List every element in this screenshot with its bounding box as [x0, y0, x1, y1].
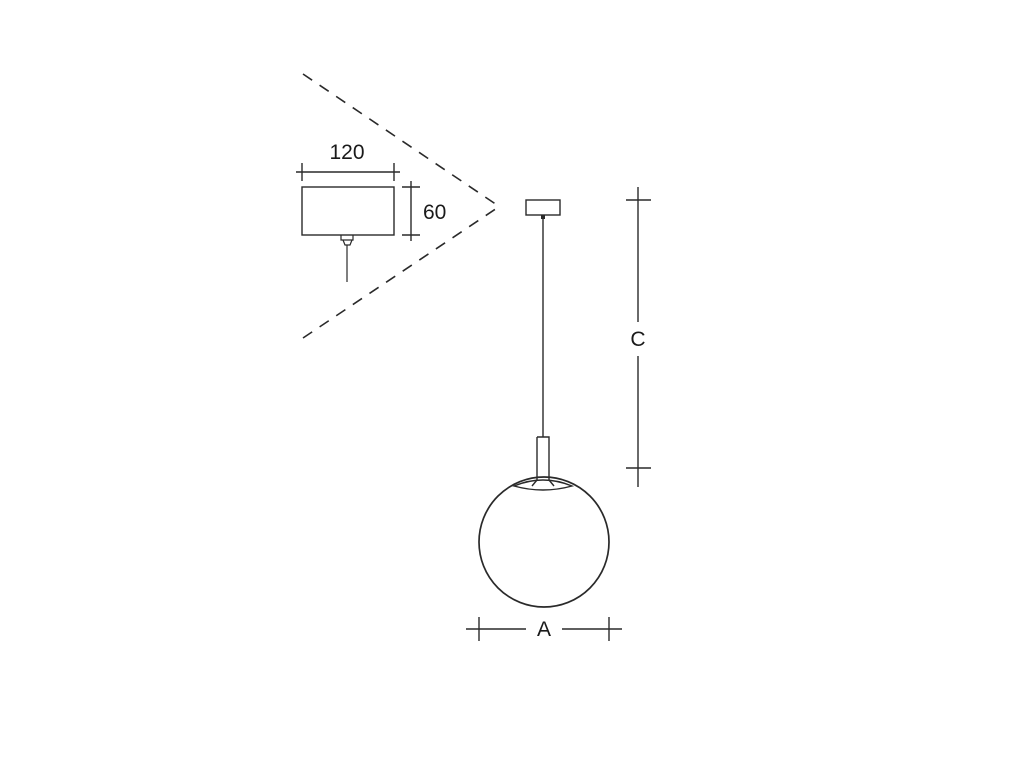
diameter-label: A: [537, 618, 551, 641]
drop-label: C: [630, 328, 645, 351]
canopy-height-label: 60: [423, 201, 446, 224]
canopy-cable-grip: [541, 215, 545, 219]
canopy-height-dimension: [402, 181, 420, 241]
canopy-detail-box: [301, 186, 395, 236]
detail-callout-lines: [302, 73, 498, 339]
callout-line-upper: [302, 73, 498, 206]
glass-globe: [478, 476, 610, 608]
diameter-dimension: [466, 617, 622, 641]
canopy-width-dimension: [296, 163, 400, 181]
canopy-detail: 120 60: [296, 141, 446, 282]
lamp-holder-stem: [536, 436, 550, 480]
canopy-detail-fitting: [340, 235, 354, 241]
pendant-lamp: [478, 199, 610, 608]
drop-dimension: [626, 187, 651, 487]
globe-collar: [511, 479, 575, 491]
canopy-width-label: 120: [329, 141, 364, 164]
globe-collar-neck: [531, 479, 555, 487]
callout-line-lower: [302, 207, 498, 339]
canopy-detail-fitting-nut: [342, 239, 353, 246]
ceiling-canopy: [525, 199, 561, 216]
